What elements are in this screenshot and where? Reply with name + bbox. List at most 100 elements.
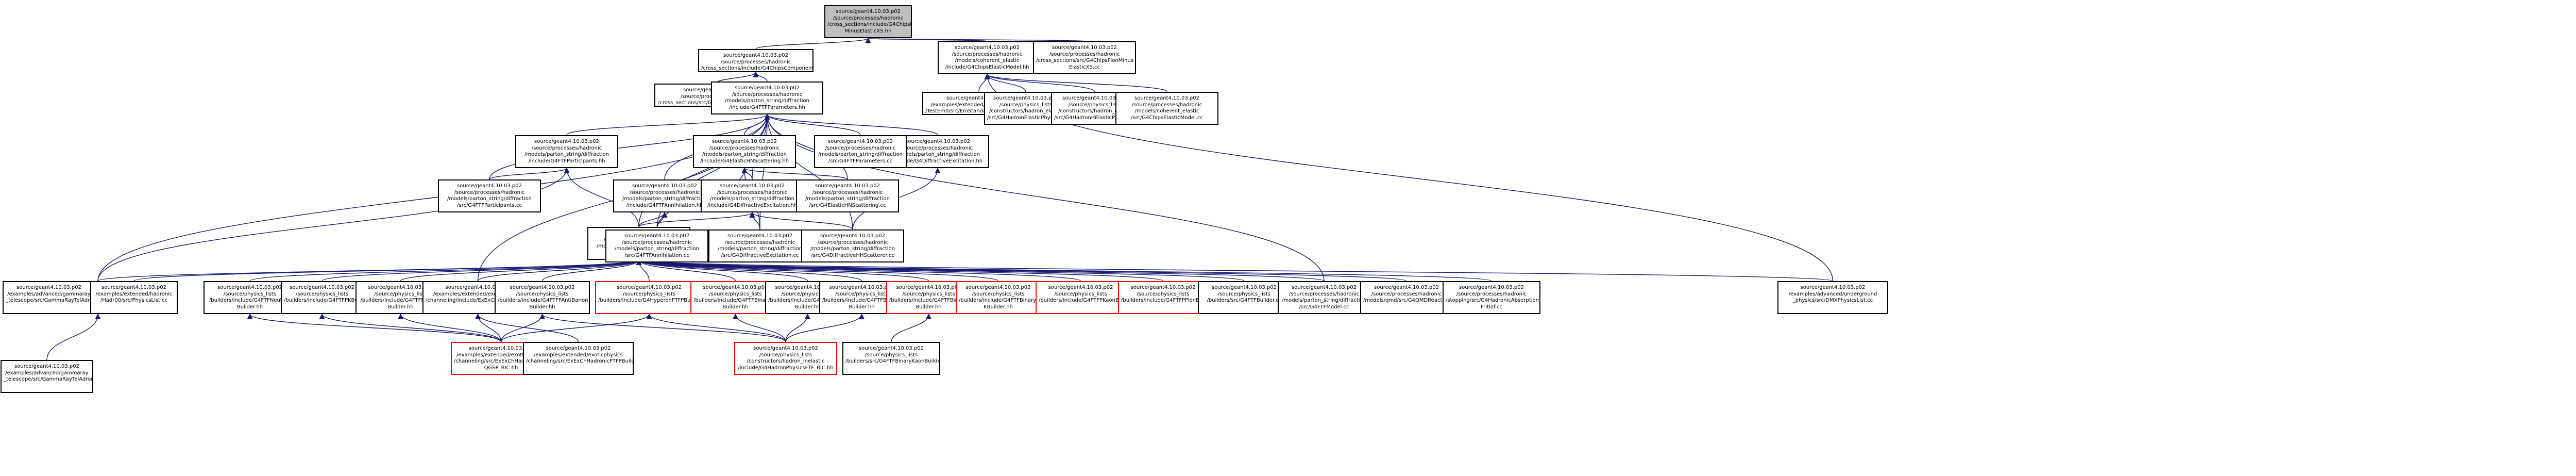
graph-node-label-line: source/geant4.10.03.p02 [1052, 45, 1117, 51]
graph-node-n2[interactable]: source/geant4.10.03.p02/source/processes… [938, 41, 1037, 74]
dependency-edge [319, 313, 502, 342]
graph-node-label-line: /include/G4FTFAnnihilation.hh [626, 202, 703, 208]
graph-node-n24[interactable]: source/geant4.10.03.p02/examples/advance… [1, 360, 93, 393]
graph-node-n30[interactable]: source/geant4.10.03.p02/source/physics_l… [495, 281, 590, 314]
graph-node-label-line: /cross_sections/include/G4ChipsComponent… [701, 65, 814, 71]
graph-node-n39[interactable]: source/geant4.10.03.p02/source/physics_l… [1198, 281, 1291, 314]
graph-node-label-line: /source/processes/hadronic [454, 189, 525, 195]
graph-node-label-line: /source/processes/hadronic [1289, 291, 1360, 297]
graph-node-label-line: source/geant4.10.03.p02 [723, 53, 788, 58]
graph-node-n14[interactable]: source/geant4.10.03.p02/source/processes… [438, 179, 541, 212]
graph-node-label-line: /constructors/hadron_inelastic [747, 358, 825, 364]
graph-node-label-line: MinusElasticXS.hh [844, 28, 892, 34]
graph-node-label-line: source/geant4.10.03.p02 [815, 183, 880, 189]
graph-node-n41[interactable]: source/geant4.10.03.p02/source/processes… [1360, 281, 1453, 314]
graph-node-n38[interactable]: source/geant4.10.03.p02/source/physics_l… [1118, 281, 1208, 314]
graph-node-n13[interactable]: source/geant4.10.03.p02/source/processes… [693, 135, 796, 168]
graph-node-n3[interactable]: source/geant4.10.03.p02/source/processes… [1033, 41, 1136, 74]
graph-node-label-line: source/geant4.10.03.p02 [775, 285, 840, 290]
graph-node-label-line: /models/parton_string/diffraction [1281, 298, 1367, 303]
graph-node-n27[interactable]: source/geant4.10.03.p02/source/physics_l… [281, 281, 363, 314]
graph-node-label-line: source/geant4.10.03.p02 [1292, 285, 1357, 290]
graph-node-n25[interactable]: source/geant4.10.03.p02/examples/extende… [90, 281, 178, 314]
graph-node-label-line: /source/physics_lists [902, 291, 955, 297]
dependency-edge [500, 313, 652, 342]
graph-node-label-line: /source/processes/hadronic [952, 51, 1023, 57]
graph-node-label-line: source/geant4.10.03.p02 [546, 346, 611, 351]
graph-node-label-line: _telescope/src/GammaRayTelAdronPhysics.c… [6, 298, 94, 303]
graph-node-n31[interactable]: source/geant4.10.03.p02/source/physics_l… [595, 281, 703, 314]
dependency-edge [474, 313, 579, 342]
graph-node-n21[interactable]: source/geant4.10.03.p02/source/processes… [801, 229, 904, 262]
graph-node-n46[interactable]: source/geant4.10.03.p02/source/physics_l… [734, 342, 837, 375]
graph-node-n36[interactable]: source/geant4.10.03.p02/source/physics_l… [956, 281, 1041, 314]
graph-node-label-line: QGSP_BIC.hh [484, 365, 518, 371]
dependency-edge [636, 259, 862, 282]
graph-node-n37[interactable]: source/geant4.10.03.p02/source/physics_l… [1036, 281, 1126, 314]
graph-node-n17[interactable]: source/geant4.10.03.p02/source/processes… [796, 179, 899, 212]
graph-node-label-line: source/geant4.10.03.p02 [1459, 285, 1524, 290]
graph-node-label-line: /src/G4ElasticHNScattering.cc [809, 202, 886, 208]
graph-node-label-line: /source/physics_lists [223, 291, 277, 297]
graph-node-n43[interactable]: source/geant4.10.03.p02/examples/advance… [1777, 281, 1888, 314]
graph-node-label-line: /models/parton_string/diffraction [810, 246, 895, 252]
graph-node-label-line: source/geant4.10.03.p02 [1800, 285, 1866, 290]
graph-node-n9[interactable]: source/geant4.10.03.p02/source/processes… [1115, 92, 1218, 125]
graph-node-label-line: Builder.hh [916, 304, 942, 310]
graph-node-label-line: /builders/include/G4FTFBinaryProton [822, 298, 903, 303]
graph-node-label-line: /models/parton_string/diffraction [447, 196, 532, 202]
graph-node-n1[interactable]: source/geant4.10.03.p02/source/processes… [698, 49, 814, 72]
graph-node-label-line: source/geant4.10.03.p02 [753, 346, 818, 351]
graph-node-n45[interactable]: source/geant4.10.03.p02/examples/extende… [523, 342, 634, 375]
graph-node-label-line: /Hadr00/src/PhysicsList.cc [100, 298, 168, 303]
graph-node-label-line: /include/G4FTFParameters.hh [729, 104, 805, 110]
graph-node-label-line: /builders/include/G4FTFPKaonBuilder.hh [1039, 298, 1125, 303]
graph-node-label-line: source/geant4.10.03.p02 [712, 139, 777, 144]
graph-node-label-line: source/geant4.10.03.p02 [836, 9, 901, 14]
graph-node-label-line: /src/G4HadronHElasticPhysics.cc [1054, 114, 1139, 121]
graph-node-n20[interactable]: source/geant4.10.03.p02/source/processes… [605, 229, 708, 262]
dependency-edge [133, 259, 642, 282]
graph-node-label-line: source/geant4.10.03.p02 [14, 364, 79, 369]
graph-node-label-line: /builders/include/G4FTFBinaryKaon [889, 298, 971, 303]
graph-node-label-line: /source/physics_lists [295, 291, 349, 297]
graph-node-n23[interactable]: source/geant4.10.03.p02/examples/advance… [3, 281, 95, 314]
graph-node-label-line: source/geant4.10.03.p02 [829, 285, 894, 290]
graph-node-n42[interactable]: source/geant4.10.03.p02/source/processes… [1443, 281, 1540, 314]
graph-node-label-line: source/geant4.10.03.p02 [946, 95, 1011, 101]
graph-node-n5[interactable]: source/geant4.10.03.p02/source/processes… [711, 81, 823, 114]
graph-node-label-line: /include/G4HadronPhysicsFTF_BIC.hh [738, 365, 834, 371]
graph-node-label-line: /models/parton_string/diffraction [702, 152, 787, 157]
graph-node-label-line: source/geant4.10.03.p02 [720, 183, 785, 189]
graph-node-label-line: /src/G4FTFParameters.cc [828, 158, 893, 164]
graph-node-label-line: source/geant4.10.03.p02 [735, 85, 800, 91]
graph-node-n10[interactable]: source/geant4.10.03.p02/source/processes… [515, 135, 618, 168]
dependency-edge [749, 211, 853, 230]
graph-node-n40[interactable]: source/geant4.10.03.p02/source/processes… [1278, 281, 1370, 314]
dependency-edge [891, 313, 932, 342]
graph-node-label-line: source/geant4.10.03.p02 [16, 285, 81, 290]
graph-node-n12[interactable]: source/geant4.10.03.p02/source/processes… [814, 135, 907, 168]
graph-node-label-line: Builder.hh [387, 304, 414, 310]
graph-node-label-line: /source/processes/hadronic [1049, 51, 1120, 57]
dependency-edge [46, 313, 101, 360]
graph-node-label-line: /examples/advanced/gammaray [7, 291, 91, 297]
graph-node-label-line: /channeling/src/ExExChHadronicFTFPBuilde… [526, 358, 633, 364]
graph-node-n19[interactable]: source/geant4.10.03.p02/source/processes… [708, 229, 811, 262]
graph-node-label-line: /examples/extended/exoticphysics [456, 352, 546, 358]
graph-node-label-line: /models/parton_string/diffraction [895, 152, 980, 157]
dependency-edge [636, 259, 1081, 282]
graph-node-n16[interactable]: source/geant4.10.03.p02/source/processes… [701, 179, 804, 212]
graph-node-label-line: /source/processes/hadronic [709, 145, 780, 151]
graph-node-label-line: /stopping/src/G4HadronicAbsorption [1446, 298, 1539, 303]
graph-node-label-line: /source/physics_lists [374, 291, 427, 297]
graph-node-label-line: /examples/advanced/gammaray [5, 370, 89, 376]
graph-node-label-line: /models/coherent_elastic [1134, 108, 1199, 114]
graph-node-label-line: /builders/include/G4FTFPProton [360, 298, 441, 303]
graph-node-label-line: /builders/include/G4FTFPAntiBarion [498, 298, 588, 303]
graph-node-label-line: /models/parton_string/diffraction [724, 98, 810, 104]
graph-node-label-line: source/geant4.10.03.p02 [534, 139, 599, 144]
graph-node-n47[interactable]: source/geant4.10.03.p02/source/physics_l… [842, 342, 940, 375]
dependency-edge [397, 313, 502, 342]
